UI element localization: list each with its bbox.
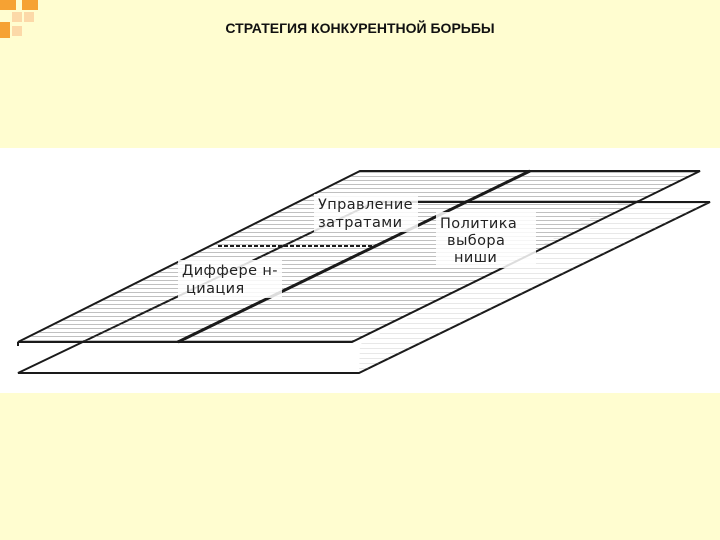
corner-squares-logo-icon (0, 0, 38, 38)
label-differentiation: Диффере н- циация (178, 260, 282, 298)
label-diff-line-2: циация (186, 281, 245, 297)
plane-divider-line (177, 169, 531, 344)
label-niche-policy: Политика выбора ниши (436, 212, 536, 268)
label-cost-line-1: Управление (318, 197, 413, 213)
label-niche-line-2: выбора (447, 233, 505, 249)
label-cost-management: Управление затратами (314, 194, 418, 232)
logo-square-3 (12, 12, 22, 22)
label-niche-line-3: ниши (454, 250, 497, 266)
logo-square-4 (0, 22, 10, 38)
logo-square-5 (12, 26, 22, 36)
label-cost-line-2: затратами (318, 215, 402, 231)
logo-square-2 (22, 0, 38, 10)
label-diff-line-1: Диффере н- (182, 263, 278, 279)
logo-square-1 (0, 0, 16, 10)
strategy-planes-diagram: Управление затратами Политика выбора ниш… (17, 169, 711, 374)
logo-square-6 (24, 12, 34, 22)
diagram-area: Управление затратами Политика выбора ниш… (0, 148, 720, 393)
slide-title: СТРАТЕГИЯ КОНКУРЕНТНОЙ БОРЬБЫ (225, 20, 495, 36)
label-niche-line-1: Политика (440, 216, 517, 232)
